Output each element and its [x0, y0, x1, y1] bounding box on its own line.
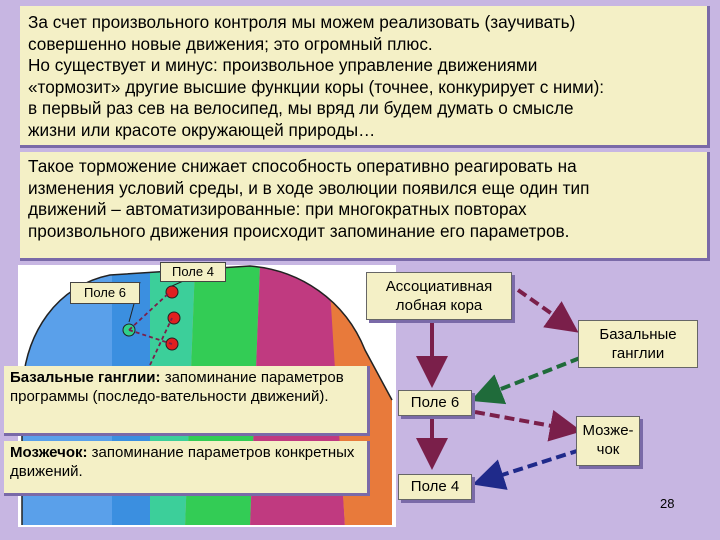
- field4-node-box: Поле 4: [398, 474, 472, 500]
- basal-ganglia-node: Базальные ганглии: [578, 320, 698, 368]
- cerebellum-to-field4-arrow: [472, 448, 581, 490]
- assoc-frontal-cortex-node: Ассоциативная лобная кора: [366, 272, 512, 320]
- basal-ganglia-term: Базальные ганглии:: [10, 369, 161, 386]
- automation-text-block: Такое торможение снижает способность опе…: [20, 152, 710, 261]
- field4-label: Поле 4: [160, 262, 226, 282]
- field4-node-2: [167, 311, 181, 325]
- field6-label: Поле 6: [70, 282, 140, 304]
- assoc-to-basal-arrow: [516, 288, 579, 333]
- field6-node-box: Поле 6: [398, 390, 472, 416]
- cerebellum-node: Мозже-чок: [576, 416, 640, 466]
- page-number: 28: [660, 496, 675, 511]
- cerebellum-desc: запоминание параметров конкретных движен…: [10, 444, 355, 480]
- field4-node-1: [165, 285, 179, 299]
- basal-ganglia-info: Базальные ганглии: запоминание параметро…: [4, 366, 370, 436]
- intro-text-block: За счет произвольного контроля мы можем …: [20, 6, 710, 148]
- cerebellum-term: Мозжечок:: [10, 444, 88, 461]
- basal-ganglia-desc: запоминание параметров программы (послед…: [10, 369, 344, 405]
- basal-to-field6-arrow: [470, 356, 581, 405]
- cerebellum-info: Мозжечок: запоминание параметров конкрет…: [4, 441, 370, 496]
- field6-to-cerebellum-arrow: [474, 409, 582, 442]
